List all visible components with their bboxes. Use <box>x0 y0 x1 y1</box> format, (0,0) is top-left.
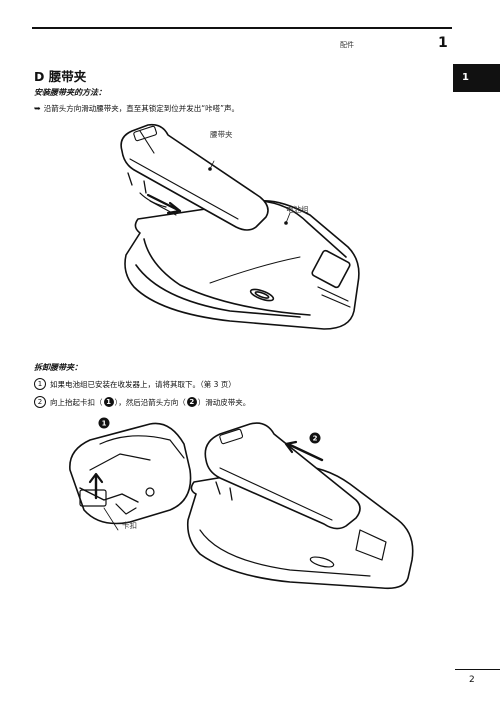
header-rule <box>32 27 452 29</box>
step-number-2: 2 <box>34 396 46 408</box>
latch-label: 卡扣 <box>122 520 137 530</box>
section-title: D 腰带夹 <box>34 69 87 84</box>
remove-heading: 拆卸腰带夹： <box>34 363 82 372</box>
footer-rule <box>455 669 500 670</box>
remove-step-2-text-b: ），然后沿箭头方向（ <box>114 397 186 407</box>
page-number: 2 <box>469 675 475 685</box>
install-heading: 安装腰带夹的方法： <box>34 88 106 97</box>
remove-step-2-text-a: 向上抬起卡扣（ <box>50 397 103 407</box>
chapter-tab: 1 <box>453 64 500 92</box>
chapter-tab-label: 1 <box>462 72 469 83</box>
arrow-bullet-icon: ➥ <box>34 104 41 113</box>
remove-step-1: 1 如果电池组已安装在收发器上，请将其取下。（第 3 页） <box>34 378 236 390</box>
marker-2-icon: 2 <box>313 435 318 443</box>
inline-marker-1: 1 <box>103 397 114 407</box>
install-instruction-text: 沿箭头方向滑动腰带夹，直至其锁定到位并发出“咔嗒”声。 <box>43 104 239 113</box>
header-label: 配件 <box>340 41 354 49</box>
remove-step-1-text: 如果电池组已安装在收发器上，请将其取下。（第 3 页） <box>50 379 236 389</box>
remove-step-2: 2 向上抬起卡扣（ 1 ），然后沿箭头方向（ 2 ）滑动皮带夹。 <box>34 396 250 408</box>
battery-pack-label: 电池组 <box>286 204 309 214</box>
marker-1-icon: 1 <box>102 420 107 428</box>
inline-marker-2: 2 <box>186 397 197 407</box>
belt-clip-remove-illustration: 1 2 卡扣 <box>69 417 414 590</box>
remove-step-2-text-c: ）滑动皮带夹。 <box>197 397 251 407</box>
step-number-1: 1 <box>34 378 46 390</box>
chapter-number: 1 <box>438 35 448 51</box>
install-instruction: ➥沿箭头方向滑动腰带夹，直至其锁定到位并发出“咔嗒”声。 <box>34 103 239 114</box>
belt-clip-install-illustration: 腰带夹 电池组 <box>120 123 360 330</box>
belt-clip-label: 腰带夹 <box>210 129 233 139</box>
